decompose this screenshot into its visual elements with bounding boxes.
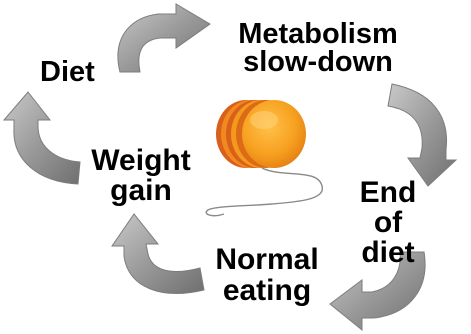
curved-arrow-icon <box>4 92 80 184</box>
stage-label-metabolism-slow-down: Metabolism slow-down <box>222 20 414 77</box>
curved-arrow-icon <box>112 214 204 293</box>
stage-label-weight-gain: Weight gain <box>88 146 194 206</box>
yo-yo-icon <box>216 100 306 168</box>
yo-yo-string <box>206 168 322 216</box>
stage-label-end-of-diet: End of diet <box>342 178 434 268</box>
stage-label-diet: Diet <box>40 58 95 87</box>
curved-arrow-icon <box>118 4 210 72</box>
curved-arrow-icon <box>388 84 456 186</box>
stage-label-normal-eating: Normal eating <box>206 244 328 306</box>
